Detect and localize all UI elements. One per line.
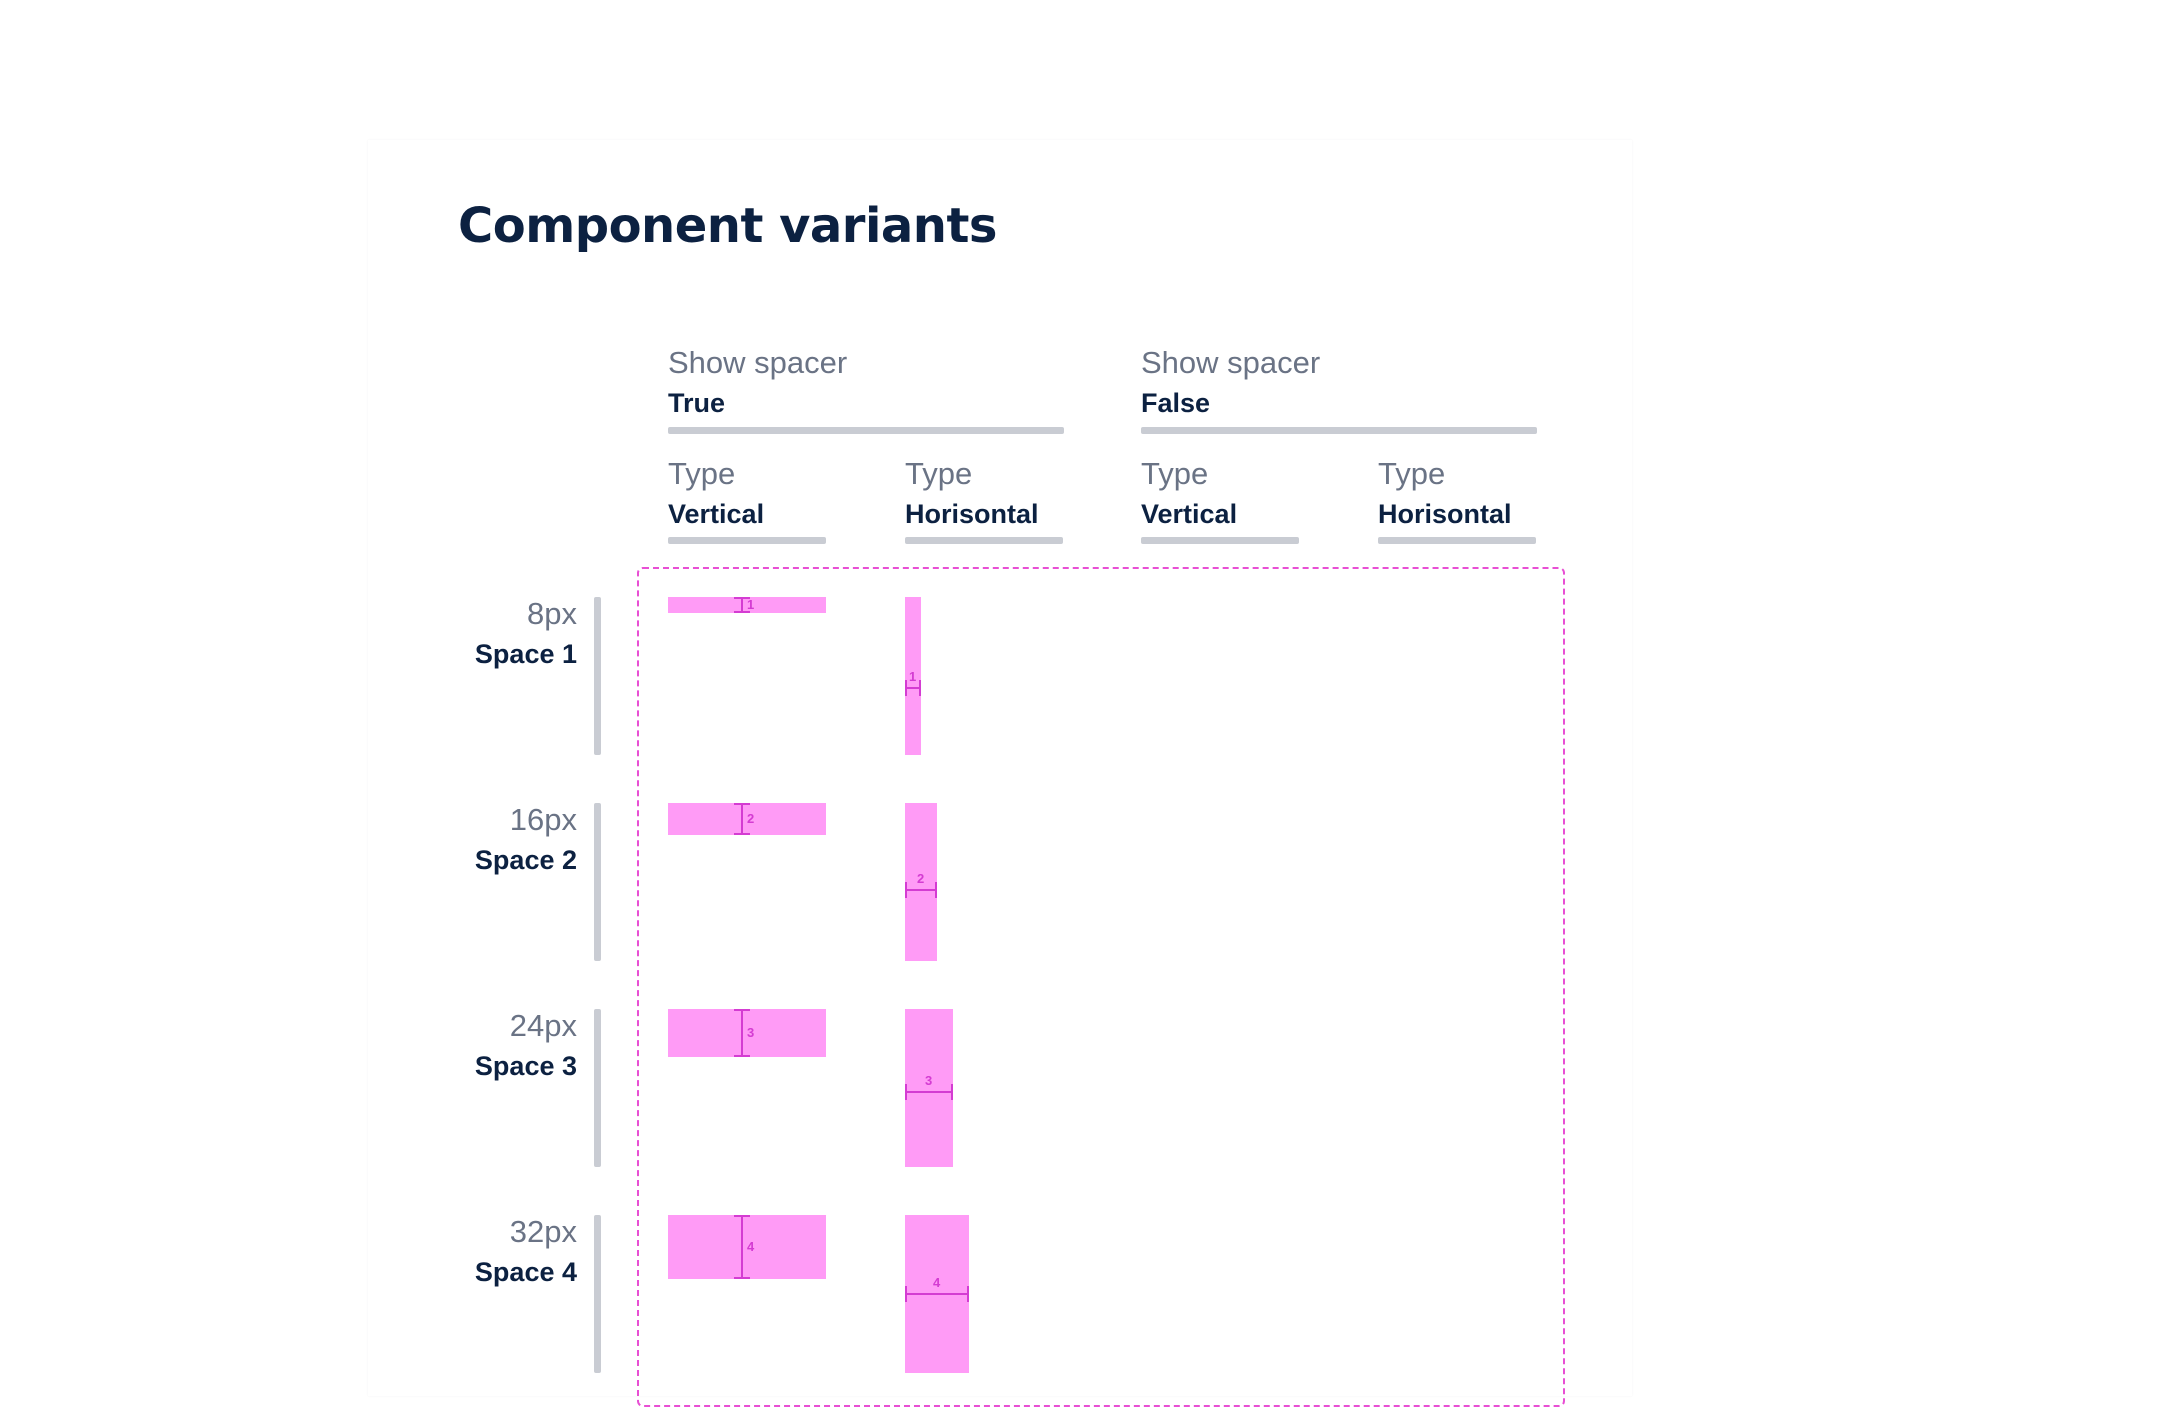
row-divider bbox=[594, 1215, 601, 1373]
header-value: Horisontal bbox=[1378, 499, 1512, 529]
header-show-spacer-true: Show spacer True bbox=[668, 344, 847, 420]
vertical-measure-cap bbox=[734, 1009, 750, 1011]
horizontal-spacer bbox=[905, 803, 937, 961]
header-value: Vertical bbox=[1141, 499, 1238, 529]
horizontal-spacer bbox=[905, 597, 921, 755]
row-space-name: Space 4 bbox=[474, 1257, 577, 1287]
horizontal-measure-cap bbox=[905, 680, 907, 696]
row-divider bbox=[594, 597, 601, 755]
vertical-measure-line bbox=[741, 1215, 743, 1279]
horizontal-measure-cap bbox=[905, 1286, 907, 1302]
horizontal-measure-cap bbox=[951, 1084, 953, 1100]
header-label: Show spacer bbox=[1141, 345, 1321, 380]
header-type-vertical: Type Vertical bbox=[668, 455, 764, 531]
row-divider bbox=[594, 1009, 601, 1167]
horizontal-spacer-index: 2 bbox=[917, 871, 925, 886]
horizontal-measure-line bbox=[905, 687, 921, 689]
horizontal-measure-line bbox=[905, 1091, 953, 1093]
horizontal-measure-cap bbox=[905, 1084, 907, 1100]
vertical-measure-cap bbox=[734, 803, 750, 805]
vertical-measure-line bbox=[741, 1009, 743, 1057]
group-divider bbox=[1141, 427, 1537, 434]
horizontal-spacer-index: 4 bbox=[933, 1275, 941, 1290]
vertical-measure-line bbox=[741, 803, 743, 835]
row-size-px: 32px bbox=[509, 1214, 577, 1249]
type-divider bbox=[905, 537, 1063, 544]
vertical-measure-cap bbox=[734, 611, 750, 613]
vertical-measure-line bbox=[741, 597, 743, 613]
header-value: False bbox=[1141, 388, 1211, 418]
horizontal-measure-cap bbox=[905, 882, 907, 898]
vertical-spacer bbox=[668, 803, 826, 835]
horizontal-spacer-index: 1 bbox=[909, 669, 917, 684]
vertical-spacer bbox=[668, 1009, 826, 1057]
vertical-measure-cap bbox=[734, 1277, 750, 1279]
type-divider bbox=[1378, 537, 1536, 544]
row-divider bbox=[594, 803, 601, 961]
horizontal-measure-line bbox=[905, 889, 937, 891]
header-label: Type bbox=[668, 456, 736, 491]
header-label: Type bbox=[1378, 456, 1446, 491]
vertical-spacer-index: 1 bbox=[747, 597, 755, 612]
content-card bbox=[368, 140, 1632, 1396]
vertical-spacer bbox=[668, 1215, 826, 1279]
header-show-spacer-false: Show spacer False bbox=[1141, 344, 1320, 420]
page-title: Component variants bbox=[458, 198, 998, 254]
vertical-spacer-index: 3 bbox=[747, 1025, 755, 1040]
type-divider bbox=[1141, 537, 1299, 544]
header-label: Type bbox=[905, 456, 973, 491]
row-space-name: Space 2 bbox=[474, 845, 577, 875]
header-value: True bbox=[668, 388, 726, 418]
row-space-name: Space 1 bbox=[474, 639, 577, 669]
vertical-measure-cap bbox=[734, 597, 750, 599]
vertical-spacer bbox=[668, 597, 826, 613]
vertical-measure-cap bbox=[734, 1055, 750, 1057]
header-label: Type bbox=[1141, 456, 1209, 491]
horizontal-measure-cap bbox=[919, 680, 921, 696]
row-size-px: 16px bbox=[509, 802, 577, 837]
variants-frame bbox=[637, 567, 1565, 1407]
row-size-px: 8px bbox=[527, 596, 577, 631]
horizontal-measure-cap bbox=[935, 882, 937, 898]
horizontal-spacer-index: 3 bbox=[925, 1073, 933, 1088]
header-type-vertical: Type Vertical bbox=[1141, 455, 1237, 531]
header-type-horisontal: Type Horisontal bbox=[905, 455, 1039, 531]
header-value: Horisontal bbox=[905, 499, 1039, 529]
type-divider bbox=[668, 537, 826, 544]
header-type-horisontal: Type Horisontal bbox=[1378, 455, 1512, 531]
horizontal-spacer bbox=[905, 1009, 953, 1167]
row-size-px: 24px bbox=[509, 1008, 577, 1043]
horizontal-measure-line bbox=[905, 1293, 969, 1295]
vertical-measure-cap bbox=[734, 1215, 750, 1217]
horizontal-measure-cap bbox=[967, 1286, 969, 1302]
group-divider bbox=[668, 427, 1064, 434]
vertical-spacer-index: 2 bbox=[747, 811, 755, 826]
header-value: Vertical bbox=[668, 499, 765, 529]
row-space-name: Space 3 bbox=[474, 1051, 577, 1081]
vertical-spacer-index: 4 bbox=[747, 1239, 755, 1254]
vertical-measure-cap bbox=[734, 833, 750, 835]
header-label: Show spacer bbox=[668, 345, 848, 380]
